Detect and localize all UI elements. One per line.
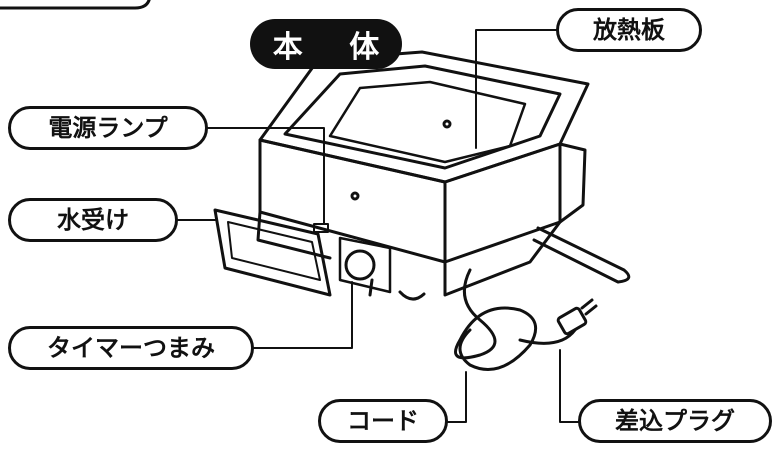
leader-power-lamp <box>205 127 325 225</box>
appliance-inner-tray <box>283 64 562 170</box>
leader-timer-knob <box>251 281 353 349</box>
power-lamp <box>313 223 329 233</box>
heat-plate <box>328 80 527 164</box>
frame-fragment <box>0 0 151 10</box>
page-title: 本 体 <box>250 19 402 69</box>
support-rod <box>532 226 631 284</box>
water-tray <box>213 208 332 297</box>
label-water-tray: 水受け <box>8 198 178 242</box>
label-cord: コード <box>318 399 448 443</box>
label-plug: 差込プラグ <box>578 399 772 443</box>
leader-cord <box>445 371 467 423</box>
appliance-front <box>258 138 447 264</box>
leader-plug <box>559 349 581 423</box>
label-power-lamp: 電源ランプ <box>8 106 208 150</box>
power-cord <box>454 268 577 371</box>
plug-body <box>556 306 588 336</box>
timer-knob <box>344 249 376 281</box>
leader-heat-plate <box>475 29 559 149</box>
timer-panel <box>338 236 392 294</box>
label-heat-plate: 放熱板 <box>556 8 702 52</box>
label-timer-knob: タイマーつまみ <box>8 326 254 370</box>
